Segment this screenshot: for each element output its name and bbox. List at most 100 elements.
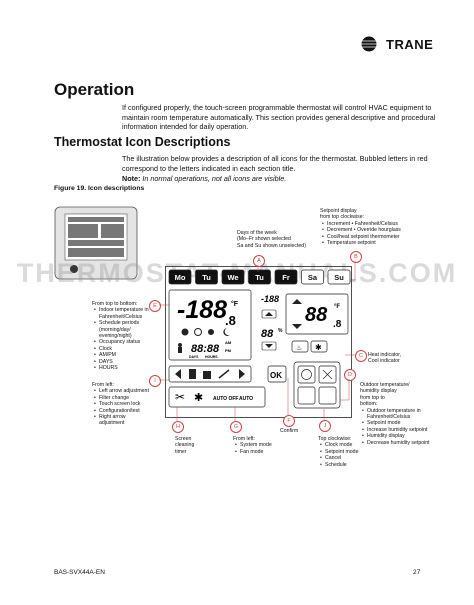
annotation-outdoor: Outdoor temperature/ humidity display fr… bbox=[360, 382, 450, 446]
list-item: AM/PM bbox=[94, 352, 150, 359]
note-text: In normal operations, not all icons are … bbox=[142, 174, 287, 183]
indoor-temp: -188 bbox=[177, 296, 227, 324]
trane-logo-icon bbox=[357, 36, 381, 52]
heat-icon: ♨ bbox=[296, 344, 302, 352]
brand-name: TRANE bbox=[386, 36, 434, 52]
list-item: DAYS bbox=[94, 359, 150, 366]
annotation-top-clockwise: Top clockwise: Clock mode Setpoint mode … bbox=[318, 436, 373, 468]
increment-icon bbox=[265, 312, 273, 316]
day-button-2[interactable] bbox=[221, 269, 245, 285]
list-item: Cool/heat setpoint thermometer bbox=[322, 234, 430, 241]
hours-label: HOURS bbox=[205, 355, 218, 359]
annotation-screen-line: timer bbox=[175, 448, 187, 455]
list-item: Touch screen lock bbox=[94, 401, 150, 408]
ok-button: OK bbox=[270, 371, 282, 380]
humidity-unit: % bbox=[278, 328, 283, 334]
fan-icon: ✱ bbox=[194, 392, 203, 404]
annotation-setpoint-title: Setpoint display bbox=[320, 208, 357, 214]
days-row: Mo Tu We Tu Fr Sa Su bbox=[168, 269, 351, 285]
list-item: Decrease humidity setpoint bbox=[362, 440, 450, 447]
day-button-4[interactable] bbox=[274, 269, 298, 285]
day-button-3[interactable] bbox=[248, 269, 271, 285]
list-item: Increase humidity setpoint bbox=[362, 427, 450, 434]
wrench-icon bbox=[218, 369, 230, 379]
decrement-icon bbox=[265, 344, 273, 348]
list-item: Clock bbox=[94, 346, 150, 353]
day-button-1[interactable] bbox=[195, 269, 218, 285]
brand-logo: TRANE bbox=[356, 36, 433, 52]
list-item: Indoor temperature in Fahrenheit/Celsius bbox=[94, 307, 150, 320]
annotation-confirm: Confirm bbox=[280, 428, 299, 434]
lock-icon bbox=[203, 371, 211, 379]
clock-display: 88:88 bbox=[191, 343, 220, 355]
day-label: Sa bbox=[308, 273, 318, 282]
setpoint-small: -188 bbox=[261, 294, 279, 304]
day-label: Mo bbox=[175, 273, 186, 282]
annotation-screen-line: cleaning bbox=[175, 442, 195, 449]
bubble-g: G bbox=[230, 421, 242, 433]
list-item: Configuration/test bbox=[94, 408, 150, 415]
setpoint-unit: °F bbox=[334, 304, 340, 310]
annotation-top-bottom: From top to bottom: Indoor temperature i… bbox=[92, 301, 150, 372]
annotation-days-title: Days of the week bbox=[237, 230, 277, 236]
day-button-6[interactable] bbox=[327, 269, 351, 285]
note: Note: In normal operations, not all icon… bbox=[122, 174, 286, 183]
list-item: Occupancy status bbox=[94, 339, 150, 346]
intro-paragraph: If configured properly, the touch-screen… bbox=[122, 103, 436, 131]
day-label: Fr bbox=[282, 273, 290, 282]
days-label: DAYS bbox=[189, 355, 199, 359]
list-item: Setpoint mode bbox=[320, 449, 373, 456]
footer-doc-id: BAS-SVX44A-EN bbox=[54, 569, 105, 576]
annotation-screen-cleaning: Screen cleaning timer bbox=[175, 436, 215, 455]
cancel-icon bbox=[322, 369, 333, 380]
list-item: Cancel bbox=[320, 455, 373, 462]
left-arrow-icon bbox=[175, 369, 181, 379]
figure-caption: Figure 19. Icon descriptions bbox=[54, 185, 145, 192]
annotation-outdoor-title: bottom: bbox=[360, 401, 378, 408]
subsection-paragraph: The illustration below provides a descri… bbox=[122, 154, 428, 173]
annotation-outdoor-title: from top to bbox=[360, 394, 385, 401]
list-item: HOURS bbox=[94, 365, 150, 372]
list-item: System mode bbox=[235, 442, 283, 449]
list-item: Filter change bbox=[94, 395, 150, 402]
auto-label: AUTO bbox=[239, 396, 253, 402]
annotation-from-left-title: From left: bbox=[92, 382, 114, 388]
list-item: Fan mode bbox=[235, 449, 283, 456]
humidity-value: 88 bbox=[261, 328, 274, 340]
bubble-b: B bbox=[350, 251, 362, 263]
list-item: Schedule bbox=[320, 462, 373, 469]
list-item: Increment • Fahrenheit/Celsius bbox=[322, 221, 430, 228]
list-item: Clock mode bbox=[320, 442, 373, 449]
day-label: We bbox=[227, 273, 238, 282]
setpoint-decimal: .8 bbox=[333, 319, 342, 330]
list-item: Left arrow adjustment bbox=[94, 388, 150, 395]
bubble-f: F bbox=[283, 415, 295, 427]
list-item: Humidity display bbox=[362, 433, 450, 440]
bubble-c: C bbox=[355, 350, 367, 362]
day-button-0[interactable] bbox=[168, 269, 192, 285]
section-title: Operation bbox=[54, 80, 135, 99]
annotation-setpoint: Setpoint display from top clockwise: Inc… bbox=[320, 208, 430, 247]
bubble-h: H bbox=[172, 421, 184, 433]
filter-icon bbox=[189, 369, 196, 379]
annotation-outdoor-title: humidity display bbox=[360, 388, 397, 395]
subsection-title: Thermostat Icon Descriptions bbox=[54, 135, 231, 149]
list-item: Right arrow adjustment bbox=[94, 414, 150, 427]
annotation-setpoint-title: from top clockwise: bbox=[320, 214, 365, 221]
cool-icon: ✱ bbox=[315, 343, 322, 352]
setpoint-temp: 88 bbox=[305, 304, 328, 326]
indoor-temp-decimal: .8 bbox=[225, 313, 236, 328]
bubble-i: I bbox=[149, 375, 161, 387]
day-button-5[interactable] bbox=[301, 269, 324, 285]
list-item: Schedule periods (morning/day/ evening/n… bbox=[94, 320, 150, 339]
list-item: Decrement • Override hourglass bbox=[322, 227, 430, 234]
annotation-top-clockwise-title: Top clockwise: bbox=[318, 436, 352, 442]
right-arrow-icon bbox=[239, 369, 245, 379]
day-label: Su bbox=[334, 273, 344, 282]
clock-mode-icon bbox=[301, 369, 312, 380]
note-label: Note: bbox=[122, 174, 141, 183]
day-label: Tu bbox=[202, 273, 211, 282]
am-label: AM bbox=[225, 340, 232, 345]
indoor-temp-unit: °F bbox=[231, 300, 239, 308]
day-label: Tu bbox=[255, 273, 264, 282]
